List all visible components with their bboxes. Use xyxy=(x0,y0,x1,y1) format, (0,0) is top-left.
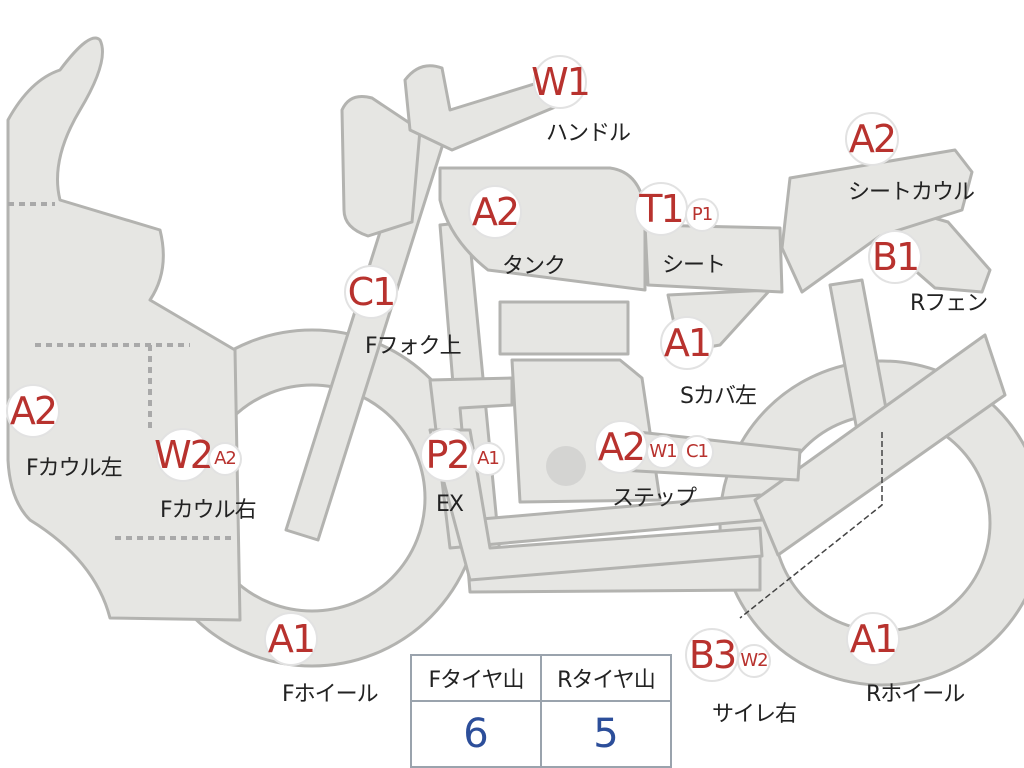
code-badge-handle-w1: W1 xyxy=(531,55,591,109)
code-badge-f-cowl-left-a2: A2 xyxy=(6,384,60,438)
silencer-shape xyxy=(753,333,1007,557)
headlight-shape xyxy=(340,95,422,238)
code-badge-silencer-right-w2: W2 xyxy=(737,644,771,678)
code-badge-silencer-right-b3: B3 xyxy=(685,628,739,682)
label-seat-cowl: シートカウル xyxy=(848,180,975,205)
label-handle: ハンドル xyxy=(546,121,631,146)
front-tire-value: 6 xyxy=(410,700,542,768)
exhaust-lower-pipe xyxy=(428,428,764,582)
label-s-cover-left: Sカバ左 xyxy=(680,384,757,409)
tire-table-value-row: 6 5 xyxy=(410,700,672,768)
code-badge-step-w1: W1 xyxy=(646,435,680,469)
code-badge-seat-cowl-a2: A2 xyxy=(845,112,899,166)
front-cowl-shape xyxy=(6,36,242,622)
code-badge-s-cover-left-a1: A1 xyxy=(660,316,714,370)
rear-tire-value: 5 xyxy=(540,700,672,768)
silencer-leader-line xyxy=(739,432,883,619)
code-badge-f-cowl-right-w2: W2 xyxy=(154,428,214,482)
code-badge-tank-a2: A2 xyxy=(468,185,522,239)
code-badge-r-fender-b1: B1 xyxy=(868,230,922,284)
seat-shape xyxy=(643,223,784,294)
label-tank: タンク xyxy=(502,254,566,279)
code-badge-f-cowl-right-a2: A2 xyxy=(208,442,242,476)
front-tire-header: Fタイヤ山 xyxy=(410,654,542,702)
code-badge-seat-t1: T1 xyxy=(634,182,688,236)
label-r-wheel: Rホイール xyxy=(866,682,965,707)
label-f-cowl-right: Fカウル右 xyxy=(160,498,257,523)
handlebar-shape xyxy=(403,64,574,152)
tire-table-header-row: Fタイヤ山 Rタイヤ山 xyxy=(410,654,672,702)
label-silencer-right: サイレ右 xyxy=(712,702,797,727)
code-badge-step-c1: C1 xyxy=(680,435,714,469)
code-badge-step-a2: A2 xyxy=(594,420,648,474)
tire-tread-table: Fタイヤ山 Rタイヤ山 6 5 xyxy=(410,654,672,768)
label-step: ステップ xyxy=(612,486,697,511)
engine-top-shape xyxy=(498,300,630,356)
label-f-wheel: Fホイール xyxy=(282,682,379,707)
code-badge-ex-a1: A1 xyxy=(471,442,505,476)
rear-tire-header: Rタイヤ山 xyxy=(540,654,672,702)
label-seat: シート xyxy=(662,253,726,278)
label-f-fork-upper: Fフォク上 xyxy=(365,334,462,359)
seat-cowl-shape xyxy=(780,148,974,294)
label-r-fender: Rフェン xyxy=(910,291,988,316)
label-ex: EX xyxy=(436,492,464,517)
code-badge-f-fork-upper-c1: C1 xyxy=(344,265,398,319)
label-f-cowl-left: Fカウル左 xyxy=(26,456,123,481)
code-badge-ex-p2: P2 xyxy=(420,428,474,482)
code-badge-seat-p1: P1 xyxy=(685,198,719,232)
code-badge-f-wheel-a1: A1 xyxy=(264,612,318,666)
code-badge-r-wheel-a1: A1 xyxy=(846,612,900,666)
